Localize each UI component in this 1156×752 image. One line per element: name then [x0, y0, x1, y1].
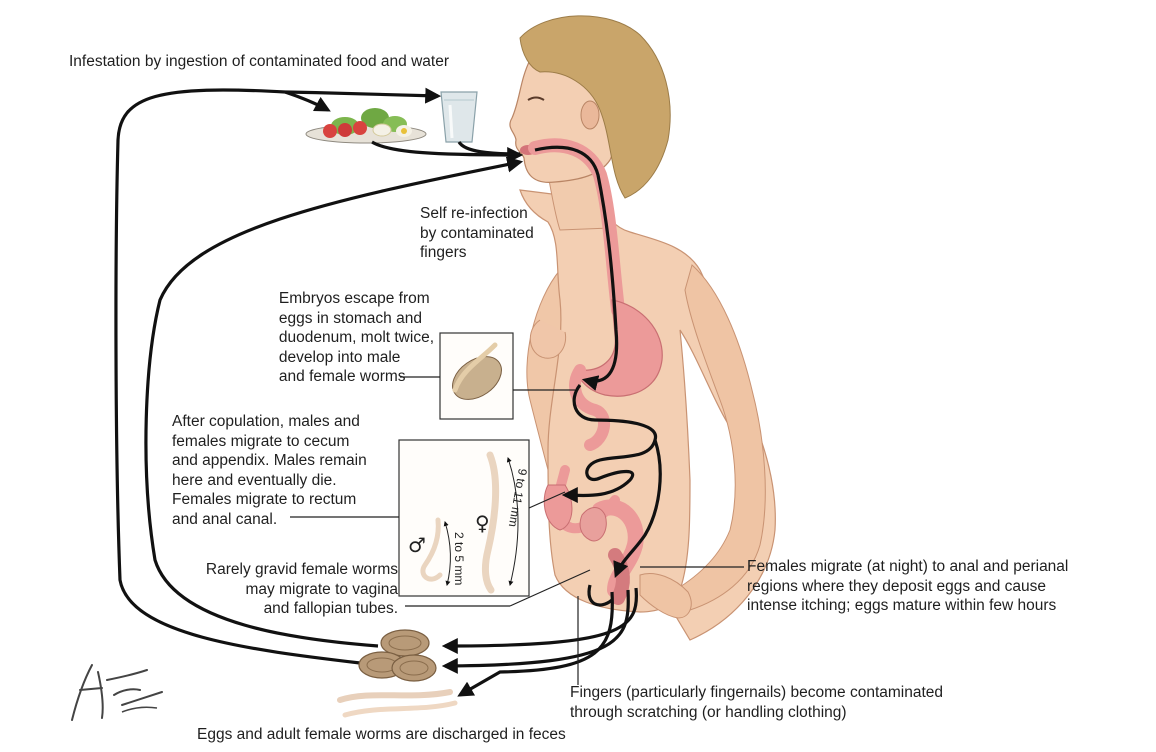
arrow-plate-to-mouth: [371, 140, 524, 163]
netter-signature: [71, 664, 163, 721]
arrow-to-glass: [284, 87, 442, 104]
rarely-gravid-label: Rarely gravid female worms may migrate t…: [205, 561, 398, 617]
fingers-label: Fingers (particularly fingernails) becom…: [570, 684, 944, 721]
male-symbol: ♂: [408, 533, 426, 557]
arrow-self-reinfection: [144, 156, 524, 648]
male-worm: [420, 517, 443, 582]
arrow-glass-to-mouth: [457, 140, 521, 156]
worm-path: [534, 145, 662, 578]
hair: [519, 15, 671, 199]
leader-lines: [290, 491, 744, 685]
adult-worm: [337, 689, 453, 703]
eggs-discharged-label: Eggs and adult female worms are discharg…: [197, 726, 566, 743]
water-glass: [440, 91, 478, 143]
arrow-outer-loop: [114, 88, 361, 665]
embryos-label: Embryos escape from eggs in stomach and …: [278, 290, 434, 385]
duodenum: [569, 364, 610, 451]
inset-embryo: [439, 332, 514, 420]
arrow-to-eggs-2: [441, 589, 630, 674]
arrow-anus-loop: [587, 584, 614, 607]
infestation-label: Infestation by ingestion of contaminated…: [69, 53, 449, 70]
stomach: [578, 299, 663, 397]
female-symbol: ♀: [475, 511, 490, 535]
arrow-to-plate: [284, 90, 331, 112]
ear: [580, 100, 600, 130]
eggs-and-worms: [337, 629, 458, 718]
arrow-to-worms: [457, 591, 614, 697]
copulation-label: After copulation, males and females migr…: [172, 413, 367, 528]
food-plate: [305, 108, 427, 144]
rectum: [608, 548, 630, 605]
cycle-arrows: [114, 87, 639, 697]
egg: [391, 654, 437, 682]
females-migrate-label: Females migrate (at night) to anal and p…: [747, 558, 1069, 614]
female-worm: [481, 451, 500, 594]
adult-worm: [342, 700, 458, 718]
eye: [527, 96, 545, 101]
cecum: [543, 484, 573, 531]
self-reinfection-label: Self re-infection by contaminated finger…: [420, 205, 534, 261]
inset-worms: [398, 439, 530, 597]
hand: [639, 573, 692, 619]
breast: [530, 319, 567, 359]
male-size-label: 2 to 5 mm: [452, 532, 466, 585]
uterus: [579, 507, 607, 542]
